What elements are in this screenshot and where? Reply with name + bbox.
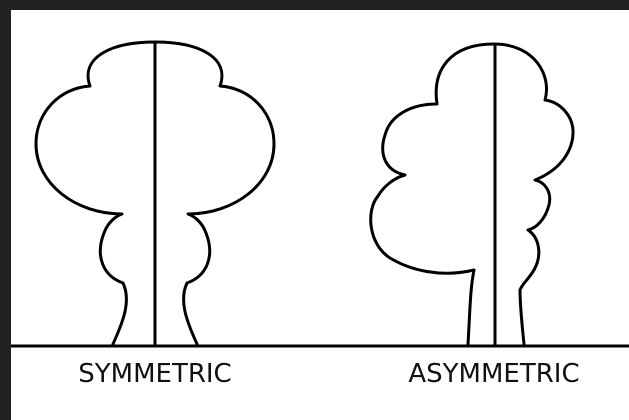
frame-border-left — [0, 0, 11, 420]
asymmetric-label: ASYMMETRIC — [408, 359, 579, 389]
frame-border-top — [0, 0, 629, 10]
asymmetric-tree-outline — [371, 44, 573, 344]
tree-symmetry-diagram: SYMMETRIC ASYMMETRIC — [11, 10, 629, 420]
symmetric-label: SYMMETRIC — [78, 359, 231, 389]
symmetric-tree — [36, 42, 274, 345]
asymmetric-tree — [371, 44, 573, 345]
diagram-canvas: SYMMETRIC ASYMMETRIC — [11, 10, 629, 420]
